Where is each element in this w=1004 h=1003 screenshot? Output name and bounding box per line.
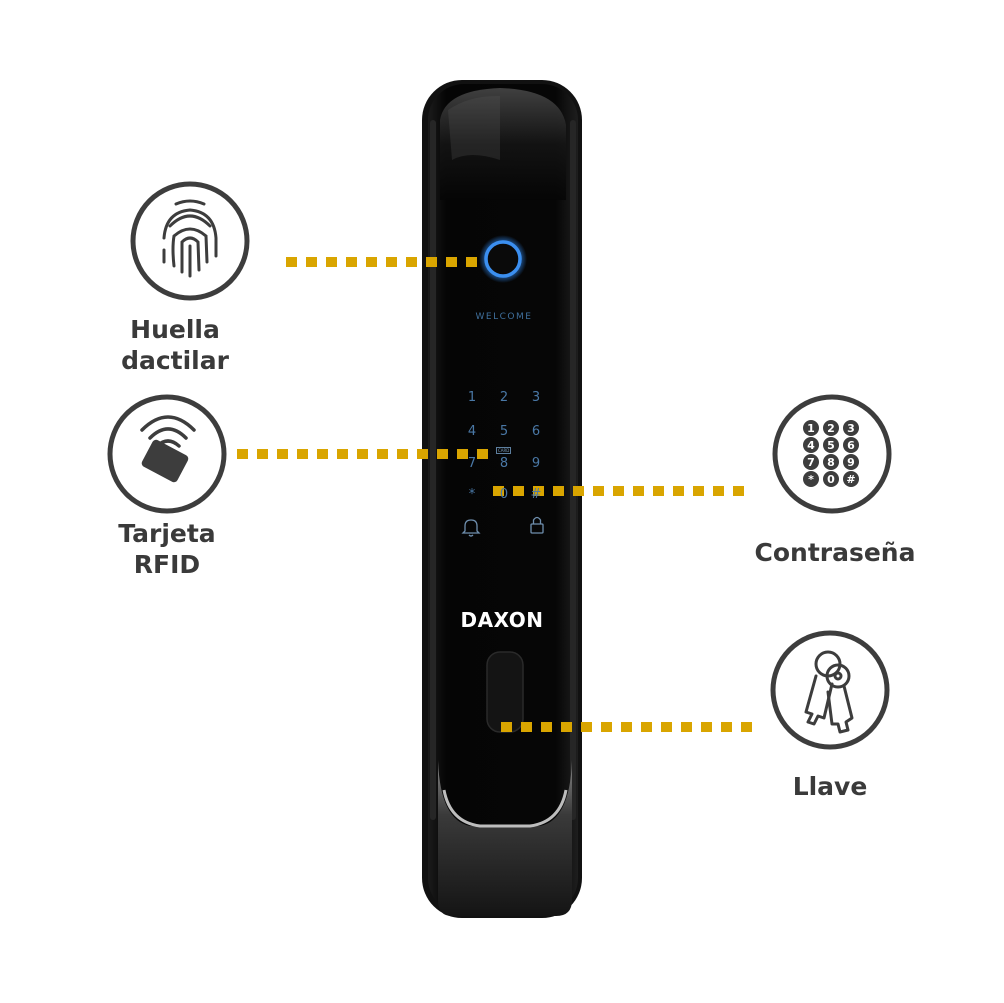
keypad-icon-key <box>803 454 819 470</box>
lock-key-7: 8 <box>499 456 509 471</box>
fingerprint-label: Huella dactilar <box>110 314 240 376</box>
keypad-icon-key <box>823 420 839 436</box>
lock-left-edge <box>430 120 436 820</box>
rfid-label: Tarjeta RFID <box>97 518 237 580</box>
lock-reflection <box>448 95 500 160</box>
card-reader-tag: CARD <box>496 447 512 454</box>
lock-key-9: * <box>468 487 476 502</box>
lock-display-welcome: WELCOME <box>475 312 533 322</box>
lock-key-3: 4 <box>467 424 477 439</box>
keypad-icon-digit: # <box>846 473 855 486</box>
connector-lines <box>237 257 760 732</box>
lock-key-6: 7 <box>467 456 477 471</box>
lock-right-edge <box>570 120 576 820</box>
handle-chrome-trim <box>442 789 568 828</box>
keypad-icon-digit: 6 <box>847 439 855 452</box>
keypad-icon-key <box>803 471 819 487</box>
keypad-icon-key <box>843 420 859 436</box>
keypad-icon-key <box>823 437 839 453</box>
lock-key-8: 9 <box>531 456 541 471</box>
padlock-icon <box>530 516 544 534</box>
keypad-icon-key <box>823 471 839 487</box>
key-label: Llave <box>792 772 868 801</box>
lock-key-1: 2 <box>499 390 509 405</box>
keypad-icon-digit: 1 <box>807 422 815 435</box>
lock-brand-logo: DAXON <box>460 608 544 632</box>
fingerprint-label-line2: dactilar <box>121 346 229 375</box>
lock-key-2: 3 <box>531 390 541 405</box>
keypad-icon-key <box>803 437 819 453</box>
keypad-icon-key <box>843 454 859 470</box>
keypad-icon-key <box>843 437 859 453</box>
lock-front-panel <box>428 84 578 914</box>
keypad-icon-key <box>803 420 819 436</box>
rfid-card-icon <box>107 394 227 514</box>
keypad-icon-digit: 2 <box>827 422 835 435</box>
keys-icon <box>770 630 890 750</box>
bell-icon <box>461 519 481 537</box>
keypad-icon-key <box>843 471 859 487</box>
rfid-label-line1: Tarjeta <box>118 519 216 548</box>
lock-handle <box>438 760 572 916</box>
lock-key-11: # <box>530 487 542 502</box>
smart-lock-body <box>422 80 582 918</box>
keypad-icon-digit: 3 <box>847 422 855 435</box>
keypad-icon-digit: 8 <box>827 456 835 469</box>
keyhole-cover <box>486 651 524 733</box>
fingerprint-icon <box>130 181 250 301</box>
lock-key-0: 1 <box>467 390 477 405</box>
rfid-label-line2: RFID <box>133 550 201 579</box>
keypad-icon-digit: 9 <box>847 456 855 469</box>
keypad-icon-digit: 4 <box>807 439 815 452</box>
password-label: Contraseña <box>754 538 916 567</box>
lock-key-4: 5 <box>499 424 509 439</box>
keypad-icon-key <box>823 454 839 470</box>
lock-key-10: 0 <box>499 487 509 502</box>
fingerprint-sensor <box>484 240 522 278</box>
keypad-icon-digit: 5 <box>827 439 835 452</box>
lock-top-gloss <box>440 88 566 200</box>
keypad-icon-digit: * <box>808 473 814 486</box>
keypad-icon-digit: 0 <box>827 473 835 486</box>
lock-key-5: 6 <box>531 424 541 439</box>
fingerprint-label-line1: Huella <box>130 315 220 344</box>
keypad-icon-digit: 7 <box>807 456 815 469</box>
